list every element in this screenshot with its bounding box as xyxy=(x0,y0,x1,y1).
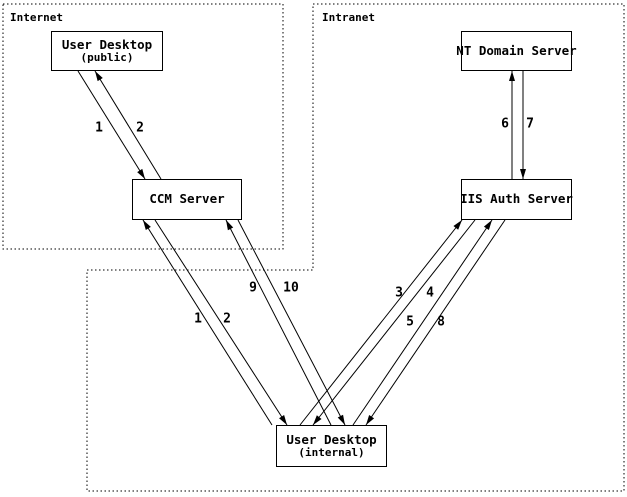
node-ccm-server: CCM Server xyxy=(132,179,242,220)
edge-6-iis-auth-server-to-nt-domain-server: 6 xyxy=(501,71,515,179)
edge-step-label: 4 xyxy=(426,286,434,301)
edge-2-ccm-server-to-user-desktop-public: 2 xyxy=(94,70,162,180)
arrowhead xyxy=(137,168,145,179)
zone-outline-intranet xyxy=(86,3,625,492)
zone-outline-internet xyxy=(2,3,284,250)
node-user-desktop-public: User Desktop (public) xyxy=(51,31,163,71)
edge-step-label: 2 xyxy=(136,121,144,136)
arrowhead xyxy=(483,220,492,230)
edge-step-label: 6 xyxy=(501,117,509,132)
arrowhead xyxy=(366,415,375,425)
edge-step-label: 8 xyxy=(437,315,445,330)
node-label: IIS Auth Server xyxy=(460,191,573,207)
edge-5-user-desktop-internal-to-iis-auth-server: 5 xyxy=(352,219,493,426)
edge-step-label: 2 xyxy=(223,312,231,327)
edge-3-user-desktop-internal-to-iis-auth-server: 3 xyxy=(299,219,463,426)
arrowhead xyxy=(279,414,287,425)
node-label: NT Domain Server xyxy=(456,42,577,58)
edge-2-ccm-server-to-user-desktop-internal: 2 xyxy=(154,219,288,426)
node-iis-auth-server: IIS Auth Server xyxy=(460,179,573,220)
edge-step-label: 9 xyxy=(249,281,257,296)
edge-9-user-desktop-internal-to-ccm-server: 9 xyxy=(225,219,332,426)
node-user-desktop-internal: User Desktop (internal) xyxy=(276,425,387,467)
edge-8-iis-auth-server-to-user-desktop-internal: 8 xyxy=(365,219,506,426)
arrowhead xyxy=(226,220,234,231)
edge-1-user-desktop-internal-to-ccm-server: 1 xyxy=(142,219,273,426)
node-nt-domain-server: NT Domain Server xyxy=(456,31,577,71)
node-label: User Desktop xyxy=(286,431,377,447)
arrowhead xyxy=(95,71,103,82)
node-sublabel: (public) xyxy=(80,51,134,65)
zone-label-internet: Internet xyxy=(10,11,63,24)
edge-1-user-desktop-public-to-ccm-server: 1 xyxy=(77,70,146,180)
node-label: CCM Server xyxy=(149,191,225,207)
arrowhead xyxy=(143,220,151,231)
edge-4-iis-auth-server-to-user-desktop-internal: 4 xyxy=(312,219,476,426)
node-sublabel: (internal) xyxy=(298,446,365,460)
edge-step-label: 5 xyxy=(406,315,414,330)
edge-step-label: 1 xyxy=(95,121,103,136)
edge-7-nt-domain-server-to-iis-auth-server: 7 xyxy=(520,71,534,179)
node-label: User Desktop xyxy=(61,36,153,52)
arrowhead xyxy=(520,169,526,179)
edge-step-label: 1 xyxy=(194,312,202,327)
arrowhead xyxy=(313,415,322,425)
arrowhead xyxy=(337,414,345,425)
arrowhead xyxy=(453,220,462,230)
edge-step-label: 10 xyxy=(283,281,299,296)
arrowhead xyxy=(509,71,515,81)
edge-step-label: 3 xyxy=(395,286,403,301)
zone-label-intranet: Intranet xyxy=(322,11,375,24)
edge-step-label: 7 xyxy=(526,117,534,132)
edge-10-ccm-server-to-user-desktop-internal: 10 xyxy=(237,219,346,426)
